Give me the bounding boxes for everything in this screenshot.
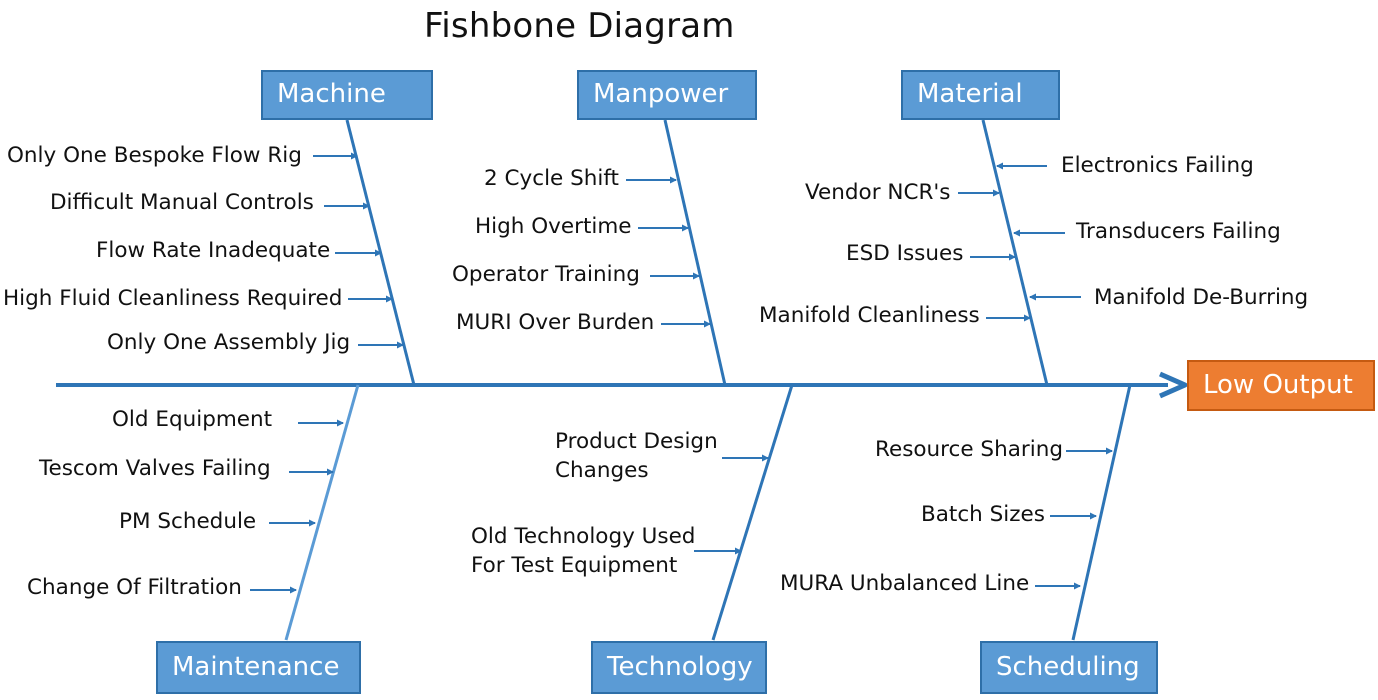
maintenance-bone — [284, 384, 360, 641]
cause-label-line: Product Design — [555, 429, 718, 454]
cause-label: Difficult Manual Controls — [50, 190, 314, 215]
cause-label: Operator Training — [452, 262, 640, 287]
cause-label: Old Equipment — [112, 407, 273, 432]
diagram-title: Fishbone Diagram — [424, 6, 735, 46]
cause-label: High Overtime — [475, 214, 632, 239]
material-bone — [981, 119, 1049, 386]
cause-label: Flow Rate Inadequate — [96, 238, 331, 263]
cause-label: Product Design Changes — [555, 427, 718, 485]
category-box-maintenance: Maintenance — [156, 641, 361, 694]
cause-label-line: Old Technology Used — [471, 524, 696, 549]
cause-label: Tescom Valves Failing — [39, 456, 271, 481]
spine-arrowhead — [1158, 371, 1188, 399]
cause-label: PM Schedule — [119, 509, 257, 534]
manpower-bone — [663, 119, 727, 386]
cause-label: Old Technology Used For Test Equipment — [471, 522, 695, 580]
cause-label: High Fluid Cleanliness Required — [3, 286, 343, 311]
cause-label: Manifold De-Burring — [1094, 285, 1309, 310]
cause-label: Resource Sharing — [875, 437, 1063, 462]
scheduling-bone — [1071, 384, 1132, 641]
cause-label: 2 Cycle Shift — [484, 166, 619, 191]
cause-label: Batch Sizes — [921, 502, 1045, 527]
cause-label: ESD Issues — [846, 241, 964, 266]
category-box-material: Material — [901, 70, 1060, 120]
technology-bone — [711, 384, 794, 641]
effect-box: Low Output — [1187, 360, 1375, 411]
cause-label-line: For Test Equipment — [471, 553, 678, 578]
cause-label: Transducers Failing — [1076, 219, 1281, 244]
category-box-technology: Technology — [591, 641, 767, 694]
cause-label: Only One Bespoke Flow Rig — [7, 143, 302, 168]
category-box-manpower: Manpower — [577, 70, 757, 120]
category-box-scheduling: Scheduling — [980, 641, 1158, 694]
cause-label: Manifold Cleanliness — [759, 303, 980, 328]
category-box-machine: Machine — [261, 70, 433, 120]
cause-label: Vendor NCR's — [805, 180, 951, 205]
cause-label-line: Changes — [555, 458, 649, 483]
cause-label: Electronics Failing — [1061, 153, 1254, 178]
cause-label: Only One Assembly Jig — [107, 330, 351, 355]
cause-label: MURA Unbalanced Line — [780, 571, 1030, 596]
cause-label: MURI Over Burden — [456, 310, 655, 335]
cause-label: Change Of Filtration — [27, 575, 242, 600]
